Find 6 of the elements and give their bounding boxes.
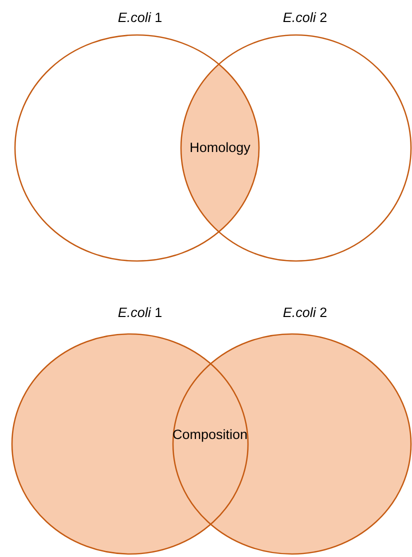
set-label: E.coli 1: [118, 305, 162, 321]
overlap-label: Homology: [190, 140, 250, 156]
overlap-region: [181, 64, 259, 232]
set-label: E.coli 2: [282, 10, 328, 26]
set-label: E.coli 2: [282, 305, 328, 321]
set-label: E.coli 1: [118, 10, 162, 26]
